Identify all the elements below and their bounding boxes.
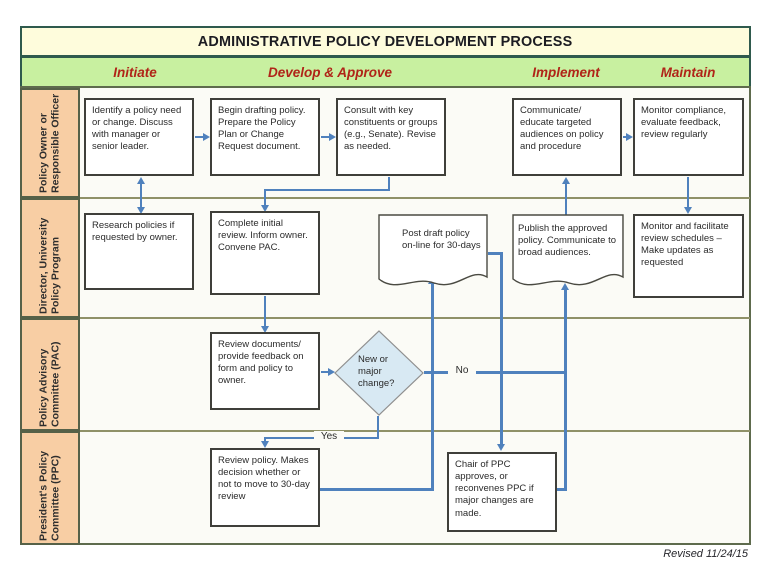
connector-reviewdocs-to-decision — [321, 371, 329, 373]
node-begin-drafting-text: Begin drafting policy. Prepare the Polic… — [218, 105, 306, 153]
label-no: No — [448, 365, 476, 376]
node-monitor-schedules: Monitor and facilitate review schedules … — [633, 214, 744, 298]
node-monitor-schedules-text: Monitor and facilitate review schedules … — [641, 221, 729, 269]
arrowhead-identify-to-draft — [203, 133, 210, 141]
title-bar: ADMINISTRATIVE POLICY DEVELOPMENT PROCES… — [20, 26, 751, 57]
phase-header-row: Initiate Develop & Approve Implement Mai… — [20, 56, 751, 88]
connector-identify-to-draft — [195, 136, 204, 138]
node-research-policies-text: Research policies if requested by owner. — [92, 220, 178, 244]
node-begin-drafting: Begin drafting policy. Prepare the Polic… — [210, 98, 320, 176]
connector-publish-to-communicate — [565, 183, 567, 215]
phase-header-maintain: Maintain — [660, 65, 716, 80]
connector-draft-to-consult — [321, 136, 330, 138]
arrowhead-communicate-to-monitor — [626, 133, 633, 141]
document-shape-icon — [512, 214, 624, 286]
connector-complete-to-reviewdocs — [264, 296, 266, 327]
node-consult-constituents-text: Consult with key constituents or groups … — [344, 105, 438, 153]
connector-chair-right — [557, 488, 567, 491]
node-identify-policy-text: Identify a policy need or change. Discus… — [92, 105, 182, 153]
connector-consult-down — [388, 177, 390, 190]
node-publish-document: Publish the approved policy. Communicate… — [512, 214, 624, 294]
decision-text: New or major change? — [358, 354, 395, 390]
arrowhead-consult-to-complete — [261, 205, 269, 212]
revision-note: Revised 11/24/15 — [663, 548, 748, 560]
node-post-draft-document: Post draft policy on-line for 30-days — [378, 214, 488, 294]
document-shape-icon — [378, 214, 488, 286]
node-complete-initial-review-text: Complete initial review. Inform owner. C… — [218, 218, 308, 254]
connector-communicate-to-monitor — [623, 136, 627, 138]
node-communicate-educate-text: Communicate/ educate targeted audiences … — [520, 105, 604, 153]
connector-consult-elbow — [264, 189, 390, 191]
connector-identify-research — [140, 183, 142, 208]
arrowhead-yes-to-reviewpolicy — [261, 441, 269, 448]
connector-decision-yes-down — [377, 416, 379, 438]
phase-header-implement: Implement — [532, 65, 600, 80]
connector-decision-no — [424, 371, 567, 374]
node-publish-text: Publish the approved policy. Communicate… — [518, 223, 617, 259]
arrowhead-research-to-identify — [137, 177, 145, 184]
connector-reviewpolicy-to-postdraft — [431, 284, 434, 491]
lane-label-ppc-text: President's Policy Committee (PPC) — [37, 450, 62, 541]
node-communicate-educate: Communicate/ educate targeted audiences … — [512, 98, 622, 176]
lane-label-pac-text: Policy Advisory Committee (PAC) — [37, 340, 62, 427]
node-chair-ppc: Chair of PPC approves, or reconvenes PPC… — [447, 452, 557, 532]
arrowhead-publish-to-communicate — [562, 177, 570, 184]
lane-label-director-text: Director, University Policy Program — [37, 217, 62, 314]
diamond-shape-icon — [334, 330, 424, 416]
connector-decision-yes-drop — [264, 438, 266, 442]
lane-separator-2 — [78, 317, 750, 319]
node-review-policy: Review policy. Makes decision whether or… — [210, 448, 320, 527]
node-post-draft-text: Post draft policy on-line for 30-days — [402, 228, 481, 252]
node-chair-ppc-text: Chair of PPC approves, or reconvenes PPC… — [455, 459, 534, 519]
arrowhead-identify-to-research — [137, 207, 145, 214]
node-monitor-compliance-text: Monitor compliance, evaluate feedback, r… — [641, 105, 727, 141]
connector-monitor-to-schedules — [687, 177, 689, 208]
page-title: ADMINISTRATIVE POLICY DEVELOPMENT PROCES… — [198, 33, 573, 50]
node-complete-initial-review: Complete initial review. Inform owner. C… — [210, 211, 320, 295]
lane-label-ppc: President's Policy Committee (PPC) — [20, 431, 80, 545]
lane-label-pac: Policy Advisory Committee (PAC) — [20, 318, 80, 431]
decision-new-or-major-change: New or major change? — [334, 330, 424, 416]
label-yes: Yes — [314, 431, 344, 442]
lane-separator-1 — [78, 197, 750, 199]
node-consult-constituents: Consult with key constituents or groups … — [336, 98, 446, 176]
node-review-documents-text: Review documents/ provide feedback on fo… — [218, 339, 304, 387]
node-monitor-compliance: Monitor compliance, evaluate feedback, r… — [633, 98, 744, 176]
lane-label-policy-owner-text: Policy Owner or Responsible Officer — [37, 93, 62, 193]
connector-no-chair-to-publish — [564, 289, 567, 491]
arrowhead-monitor-to-schedules — [684, 207, 692, 214]
node-review-policy-text: Review policy. Makes decision whether or… — [218, 455, 310, 503]
node-review-documents: Review documents/ provide feedback on fo… — [210, 332, 320, 410]
phase-header-initiate: Initiate — [113, 65, 157, 80]
lane-separator-3 — [78, 430, 750, 432]
connector-reviewpolicy-right — [320, 488, 434, 491]
connector-consult-to-complete — [264, 190, 266, 206]
phase-header-develop-approve: Develop & Approve — [267, 65, 393, 80]
node-identify-policy: Identify a policy need or change. Discus… — [84, 98, 194, 176]
node-research-policies: Research policies if requested by owner. — [84, 213, 194, 290]
arrowhead-complete-to-reviewdocs — [261, 326, 269, 333]
arrowhead-reviewdocs-to-decision — [328, 368, 335, 376]
connector-postdraft-to-chair — [500, 252, 503, 446]
arrowhead-to-publish — [561, 283, 569, 290]
lane-label-policy-owner: Policy Owner or Responsible Officer — [20, 88, 80, 198]
arrowhead-draft-to-consult — [329, 133, 336, 141]
arrowhead-to-chairppc — [497, 444, 505, 451]
lane-label-director: Director, University Policy Program — [20, 198, 80, 318]
connector-postdraft-right — [488, 252, 503, 255]
